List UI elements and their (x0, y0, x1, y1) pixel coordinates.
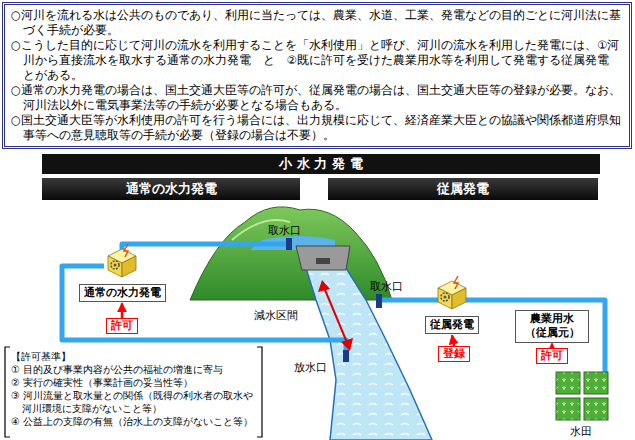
intake-label: 取水口 (268, 223, 301, 238)
node-text: 通常の水力発電 (84, 286, 161, 300)
summary-paragraph: ○こうした目的に応じて河川の流水を利用することを「水利使用」と呼び、河川の流水を… (11, 38, 623, 83)
node-text: 農業用水 （従属元） (520, 312, 584, 341)
criteria-item: ② 実行の確実性（事業計画の妥当性等） (11, 376, 259, 389)
outlet-label: 放水口 (292, 360, 329, 375)
node-text: 許可 (541, 349, 563, 363)
criteria-heading: 【許可基準】 (11, 350, 259, 363)
node-text: 小 水 力 発 電 (42, 154, 600, 174)
header-band: 従属発電 (328, 178, 598, 200)
criteria-item: ① 目的及び事業内容が公共の福祉の増進に寄与 (11, 363, 259, 376)
node-text: 従属発電 (430, 318, 474, 332)
plant-label-box: 通常の水力発電 (79, 284, 166, 302)
criteria-item: ④ 公益上の支障の有無（治水上の支障がないこと等） (11, 415, 259, 428)
plant-label-box: 従属発電 (425, 316, 479, 334)
approval-arrow (452, 335, 454, 346)
node-text: 従属発電 (328, 178, 598, 200)
node-text: 許可 (111, 319, 133, 333)
summary-paragraph: ○河川を流れる水は公共のものであり、利用に当たっては、農業、水道、工業、発電など… (11, 8, 623, 38)
paddy-label: 水田 (570, 424, 592, 439)
approval-arrow (121, 303, 124, 318)
criteria-list: 【許可基準】① 目的及び事業内容が公共の福祉の増進に寄与② 実行の確実性（事業計… (11, 350, 259, 428)
summary-box: ○河川を流れる水は公共のものであり、利用に当たっては、農業、水道、工業、発電など… (2, 2, 632, 149)
node-text: 登録 (443, 347, 465, 361)
approval-box: 許可 (536, 348, 568, 364)
summary-paragraph: ○通常の水力発電の場合は、国土交通大臣等の許可が、従属発電の場合は、国土交通大臣… (11, 83, 623, 113)
criteria-item: ③ 河川流量と取水量との関係（既得の利水者の取水や河川環境に支障がないこと等） (11, 389, 259, 415)
header-band: 通常の水力発電 (42, 178, 300, 200)
source-box: 農業用水 （従属元） (515, 310, 589, 343)
node-text: 通常の水力発電 (42, 178, 300, 200)
title-band: 小 水 力 発 電 (42, 154, 600, 174)
intake-label: 取水口 (370, 279, 403, 294)
approval-box: 登録 (438, 346, 470, 362)
section-label: 減水区間 (252, 308, 300, 323)
summary-paragraph: ○国土交通大臣等が水利使用の許可を行う場合には、出力規模に応じて、経済産業大臣と… (11, 113, 623, 143)
approval-box: 許可 (106, 318, 138, 334)
